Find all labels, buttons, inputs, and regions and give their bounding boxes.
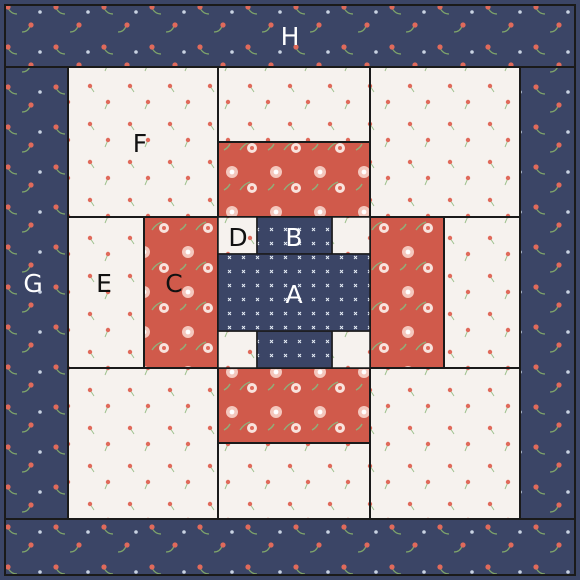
label-e: E	[96, 269, 112, 298]
strip-c-top	[218, 142, 370, 217]
label-g: G	[23, 269, 42, 298]
corner-f-bottom-right	[370, 368, 520, 519]
strip-e-right	[444, 217, 520, 368]
corner-f-top-right	[370, 67, 520, 217]
label-d: D	[228, 223, 247, 252]
border-h-bottom	[5, 519, 575, 575]
rect-b-bottom	[257, 331, 332, 368]
label-b: B	[285, 223, 302, 252]
label-a: A	[285, 280, 302, 309]
label-c: C	[165, 269, 182, 298]
strip-c-bottom	[218, 368, 370, 443]
border-g-right	[520, 67, 575, 519]
square-d-bottom-left	[218, 331, 257, 368]
label-f: F	[133, 129, 147, 158]
corner-f-bottom-left	[68, 368, 218, 519]
strip-e-top	[218, 67, 370, 142]
square-d-top-right	[332, 217, 370, 254]
strip-e-bottom	[218, 443, 370, 519]
square-d-bottom-right	[332, 331, 370, 368]
strip-c-right	[370, 217, 444, 368]
label-h: H	[281, 22, 300, 51]
